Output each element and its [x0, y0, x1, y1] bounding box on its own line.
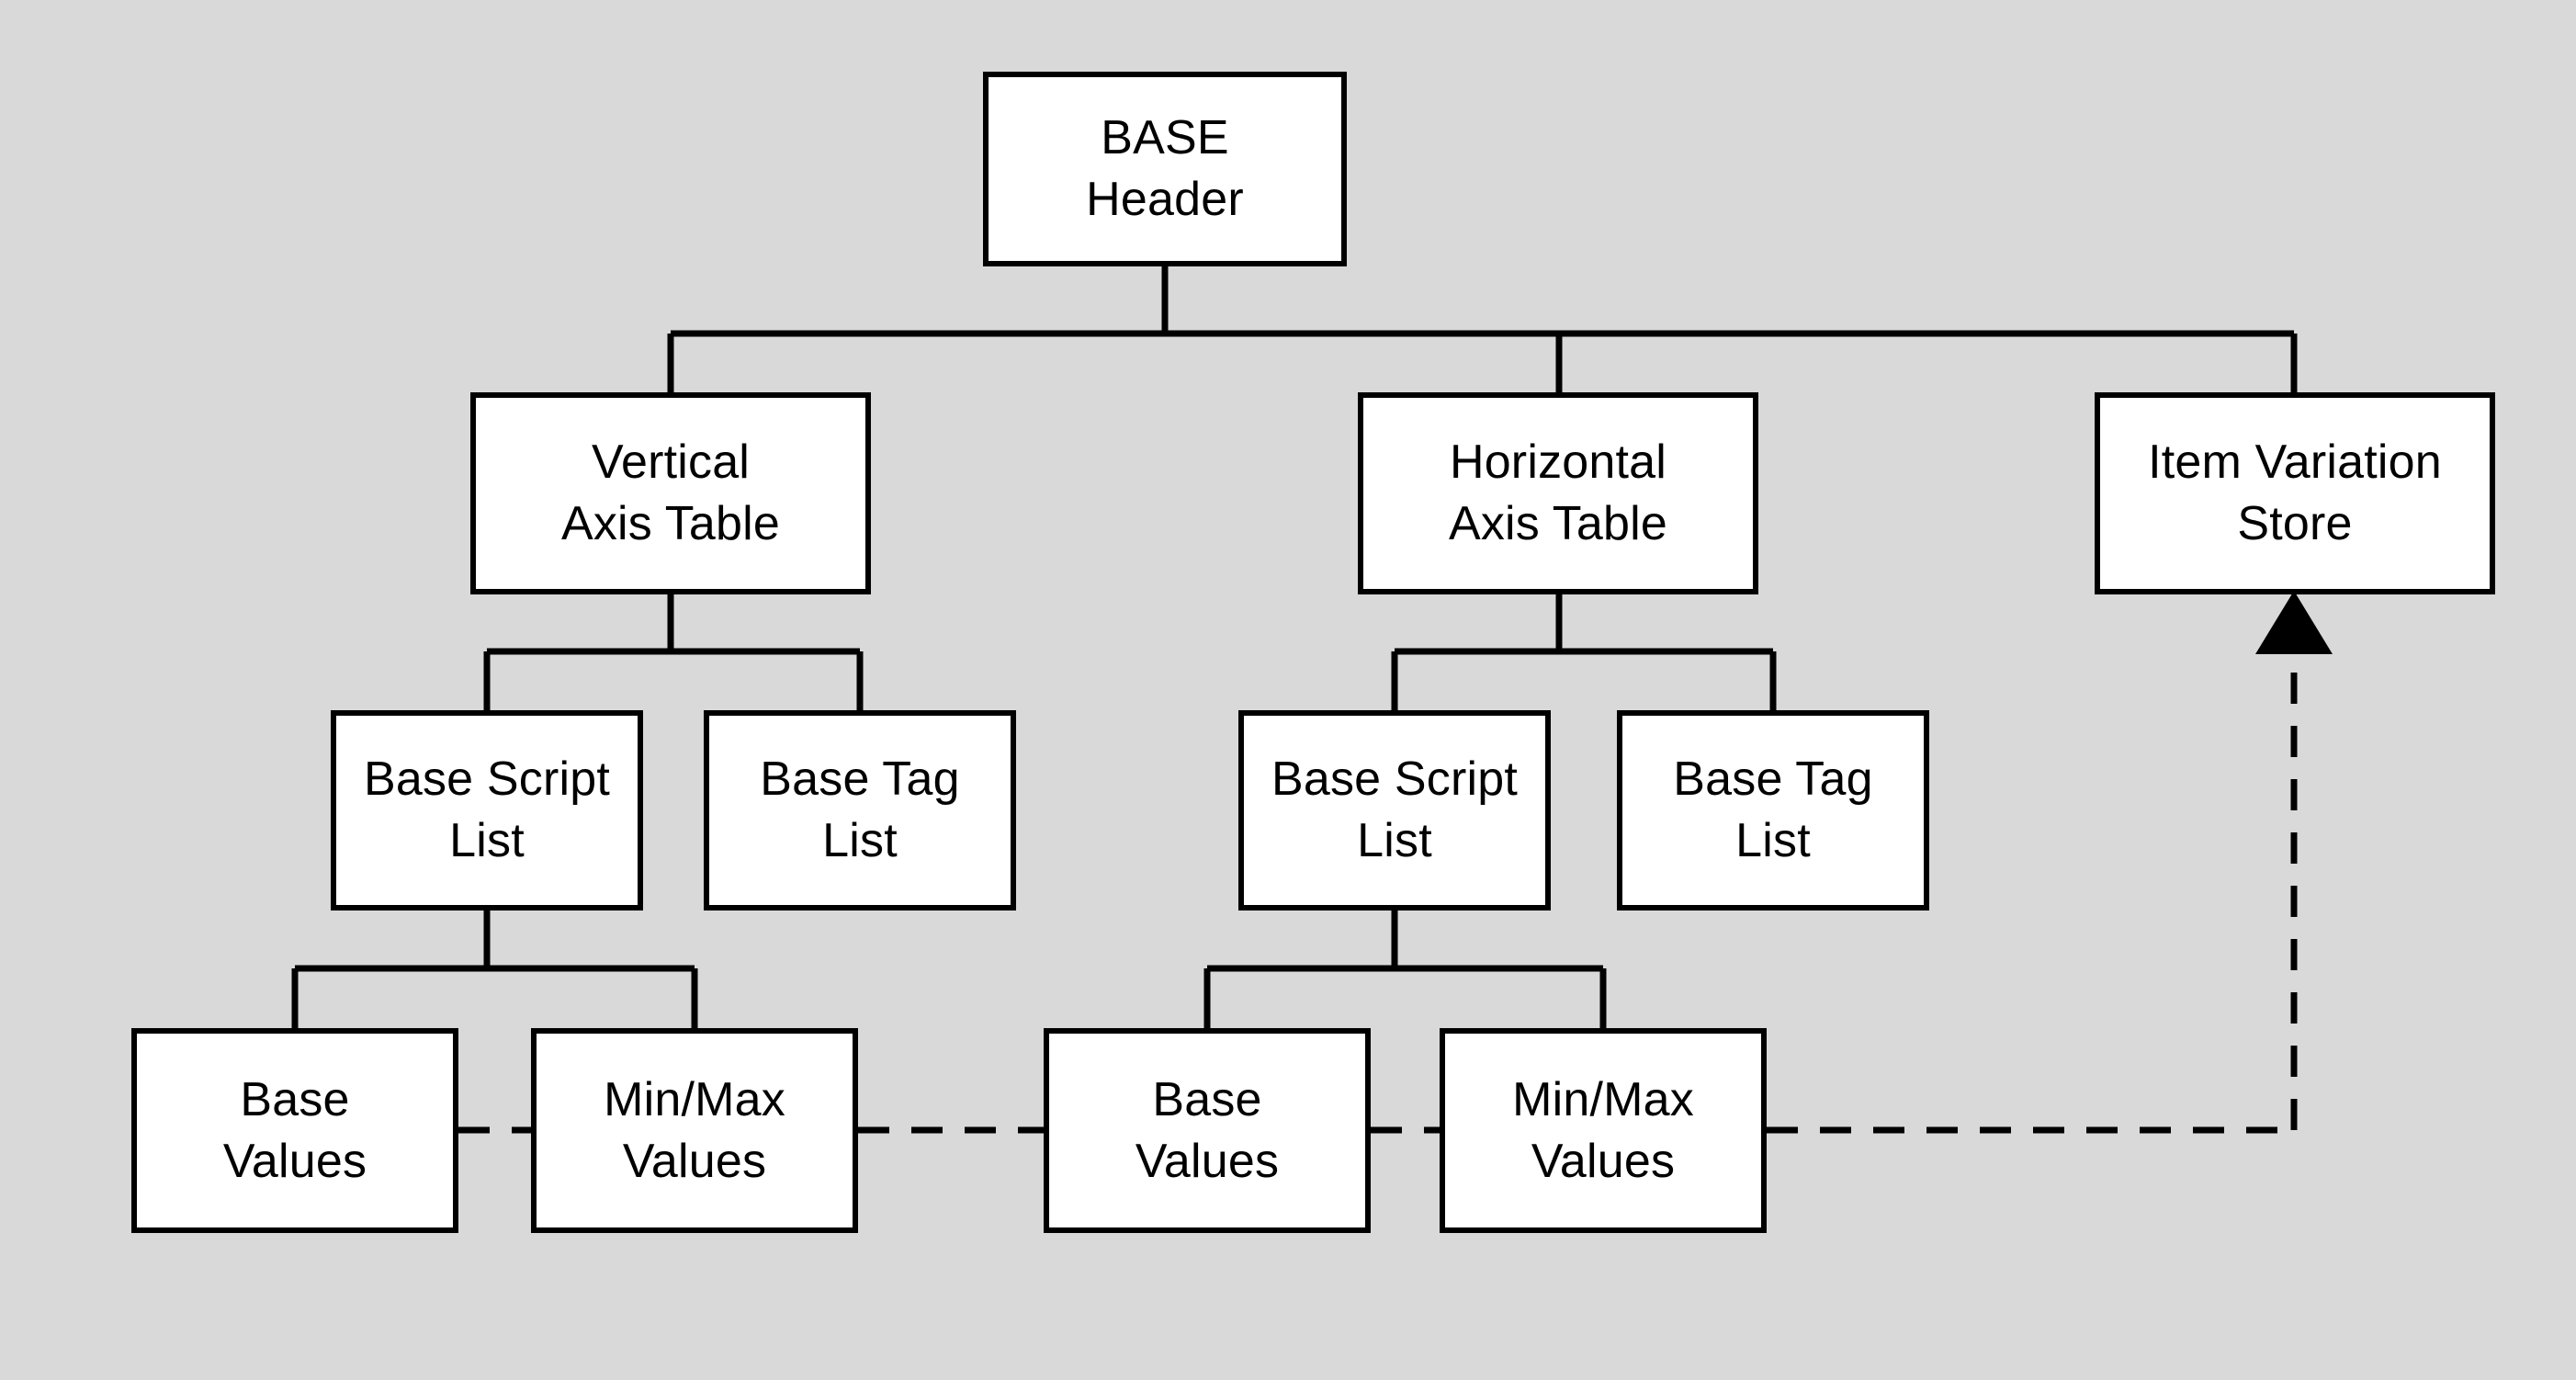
node-horizontal-axis-table-line-1: Horizontal — [1449, 435, 1667, 490]
node-base-header-line-2: Header — [1086, 173, 1244, 226]
node-vertical-base-script-list-line-2: List — [449, 814, 525, 867]
node-vertical-min-max-values[interactable]: Min/Max Values — [531, 1028, 858, 1233]
node-horizontal-base-script-list-line-2: List — [1357, 814, 1432, 867]
node-horizontal-base-script-list-line-1: Base Script — [1271, 752, 1519, 807]
node-vertical-min-max-values-line-1: Min/Max — [604, 1072, 785, 1126]
node-vertical-base-tag-list-line-1: Base Tag — [760, 752, 960, 807]
node-horizontal-base-values-line-1: Base — [1152, 1072, 1262, 1126]
node-horizontal-min-max-values-line-1: Min/Max — [1512, 1072, 1694, 1126]
node-horizontal-axis-table[interactable]: Horizontal Axis Table — [1358, 392, 1758, 594]
node-horizontal-base-values[interactable]: Base Values — [1044, 1028, 1371, 1233]
node-horizontal-base-tag-list-line-1: Base Tag — [1673, 752, 1873, 807]
node-vertical-axis-table-line-1: Vertical — [591, 435, 751, 490]
node-item-variation-store-line-1: Item Variation — [2148, 435, 2442, 490]
node-horizontal-base-values-line-2: Values — [1135, 1134, 1280, 1188]
node-item-variation-store[interactable]: Item Variation Store — [2095, 392, 2495, 594]
node-horizontal-min-max-values-line-2: Values — [1531, 1134, 1676, 1188]
node-horizontal-axis-table-line-2: Axis Table — [1448, 497, 1668, 550]
edge-dashed-arrowhead — [2255, 591, 2333, 654]
node-horizontal-base-tag-list-line-2: List — [1735, 814, 1811, 867]
node-vertical-axis-table-line-2: Axis Table — [560, 497, 781, 550]
node-vertical-axis-table[interactable]: Vertical Axis Table — [470, 392, 871, 594]
node-vertical-min-max-values-line-2: Values — [622, 1134, 767, 1188]
node-base-header[interactable]: BASE Header — [983, 72, 1347, 266]
node-vertical-base-values[interactable]: Base Values — [131, 1028, 458, 1233]
node-vertical-base-values-line-2: Values — [222, 1134, 367, 1188]
node-horizontal-base-tag-list[interactable]: Base Tag List — [1617, 710, 1929, 911]
node-item-variation-store-line-2: Store — [2237, 497, 2353, 550]
node-vertical-base-values-line-1: Base — [240, 1072, 350, 1126]
node-horizontal-min-max-values[interactable]: Min/Max Values — [1440, 1028, 1767, 1233]
node-vertical-base-tag-list[interactable]: Base Tag List — [704, 710, 1016, 911]
node-base-header-line-1: BASE — [1101, 111, 1229, 165]
node-vertical-base-tag-list-line-2: List — [822, 814, 898, 867]
node-vertical-base-script-list-line-1: Base Script — [363, 752, 611, 807]
node-horizontal-base-script-list[interactable]: Base Script List — [1238, 710, 1551, 911]
node-vertical-base-script-list[interactable]: Base Script List — [331, 710, 643, 911]
